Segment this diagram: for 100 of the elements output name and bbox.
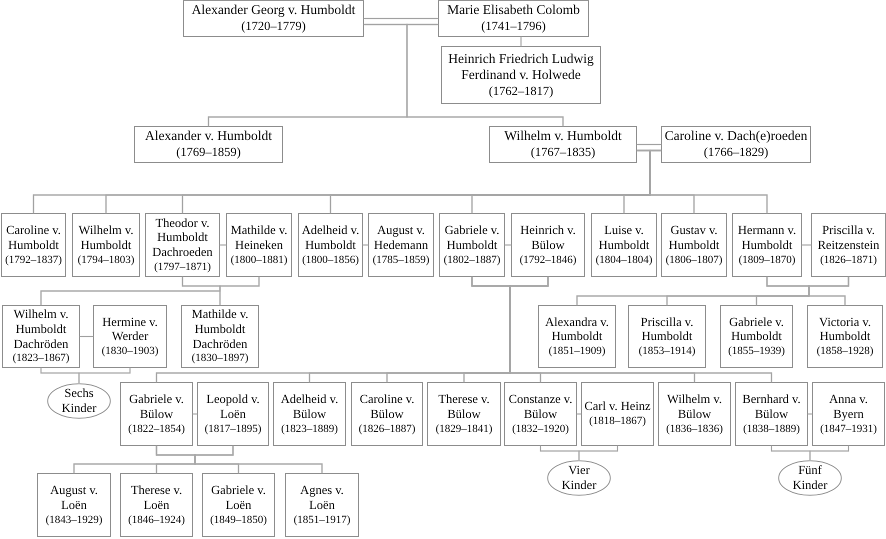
person-box: [72, 213, 140, 277]
person-box: [628, 305, 706, 368]
person-box: [658, 382, 731, 446]
person-name: Wilhelm v. Humboldt: [78, 223, 134, 253]
life-dates: (1720–1779): [241, 18, 306, 35]
life-dates: (1851–1917): [294, 512, 350, 527]
connector-line: [406, 24, 564, 126]
life-dates: (1823–1867): [12, 351, 70, 366]
life-dates: (1766–1829): [704, 144, 768, 161]
person-box: [183, 0, 364, 37]
life-dates: (1804–1804): [596, 252, 652, 267]
life-dates: (1822–1854): [128, 422, 185, 436]
life-dates: (1767–1835): [530, 144, 596, 161]
person-box: [285, 473, 359, 537]
life-dates: (1792–1846): [520, 252, 576, 267]
life-dates: (1853–1914): [638, 344, 696, 358]
family-ellipse: [778, 460, 842, 496]
person-name: Adelheid v. Bülow: [280, 392, 340, 422]
person-box: [134, 126, 283, 163]
connector-line: [78, 368, 131, 383]
connector-line: [808, 277, 850, 305]
person-box: [661, 213, 727, 277]
person-name: Marie Elisabeth Colomb: [447, 2, 580, 18]
family-label: Sechs Kinder: [60, 386, 98, 416]
life-dates: (1858–1928): [816, 344, 874, 358]
family-label: Fünf Kinder: [792, 463, 828, 493]
person-name: Gabriele v. Humboldt: [728, 314, 785, 344]
person-name: Alexander v. Humboldt: [145, 128, 272, 144]
connector-line: [219, 277, 260, 305]
person-name: Anna v. Byern: [828, 392, 869, 422]
person-name: Mathilde v. Humboldt Dachröden: [190, 307, 250, 352]
life-dates: (1792–1837): [5, 252, 62, 267]
person-name: Hermine v. Werder: [101, 314, 159, 344]
life-dates: (1830–1903): [102, 344, 158, 358]
person-name: Heinrich v. Bülow: [519, 223, 577, 253]
person-name: Therese v. Bülow: [437, 392, 491, 422]
person-name: Caroline v. Dach(e)roeden: [664, 128, 808, 144]
life-dates: (1826–1887): [358, 422, 416, 436]
connector-line: [809, 446, 850, 460]
person-box: [441, 46, 601, 104]
person-box: [298, 213, 363, 277]
life-dates: (1802–1887): [444, 252, 500, 267]
life-dates: (1809–1870): [738, 252, 796, 267]
family-label: Vier Kinder: [560, 463, 598, 493]
connector-line: [364, 18, 438, 20]
life-dates: (1741–1796): [481, 18, 546, 35]
person-name: Gabriele v. Humboldt: [444, 223, 500, 253]
person-name: Adelheid v. Humboldt: [300, 223, 360, 253]
person-box: [511, 213, 585, 277]
person-box: [438, 0, 589, 37]
life-dates: (1823–1889): [281, 422, 338, 436]
life-dates: (1806–1807): [666, 252, 722, 267]
person-box: [202, 473, 275, 537]
connector-line: [80, 336, 93, 338]
person-box: [120, 473, 193, 537]
person-name: Caroline v. Bülow: [358, 392, 416, 422]
life-dates: (1849–1850): [210, 512, 267, 527]
person-name: Leopold v. Loën: [205, 392, 261, 422]
person-name: Gustav v. Humboldt: [668, 223, 720, 253]
person-name: Wilhelm v. Humboldt Dachröden: [12, 307, 70, 352]
person-name: Heinrich Friedrich Ludwig Ferdinand v. Holwede: [447, 50, 595, 83]
family-ellipse: [547, 460, 611, 496]
person-name: Carl v. Heinz: [584, 399, 651, 414]
person-box: [720, 305, 793, 368]
person-name: Mathilde v. Heineken: [230, 223, 288, 253]
person-name: Therese v. Loën: [130, 483, 184, 513]
life-dates: (1838–1889): [743, 422, 800, 436]
person-box: [807, 305, 883, 368]
life-dates: (1800–1881): [230, 252, 288, 267]
person-name: Priscilla v. Reitzenstein: [816, 223, 880, 253]
person-box: [145, 213, 220, 277]
person-box: [504, 382, 577, 446]
person-name: Caroline v. Humboldt: [5, 223, 62, 253]
person-name: Constanze v. Bülow: [508, 392, 574, 422]
person-name: Agnes v. Loën: [299, 483, 345, 513]
person-box: [120, 382, 193, 446]
person-name: Wilhelm v. Bülow: [666, 392, 723, 422]
person-box: [273, 382, 346, 446]
person-box: [661, 126, 811, 163]
person-name: Victoria v. Humboldt: [818, 314, 872, 344]
person-box: [489, 126, 637, 163]
person-name: Gabriele v. Loën: [210, 483, 267, 513]
life-dates: (1800–1856): [302, 252, 359, 267]
life-dates: (1797–1871): [154, 260, 211, 274]
life-dates: (1829–1841): [436, 422, 492, 436]
person-box: [197, 382, 269, 446]
person-box: [2, 305, 80, 368]
person-box: [735, 382, 808, 446]
connector-line: [637, 144, 661, 146]
person-box: [181, 305, 259, 368]
person-name: Bernhard v. Bülow: [741, 392, 802, 422]
life-dates: (1843–1929): [46, 512, 102, 527]
person-box: [427, 382, 501, 446]
life-dates: (1826–1871): [820, 252, 877, 267]
person-box: [812, 382, 885, 446]
connector-line: [194, 446, 323, 473]
person-name: Luise v. Humboldt: [598, 223, 650, 253]
life-dates: (1818–1867): [589, 414, 646, 429]
person-box: [226, 213, 292, 277]
person-name: Gabriele v. Bülow: [128, 392, 185, 422]
